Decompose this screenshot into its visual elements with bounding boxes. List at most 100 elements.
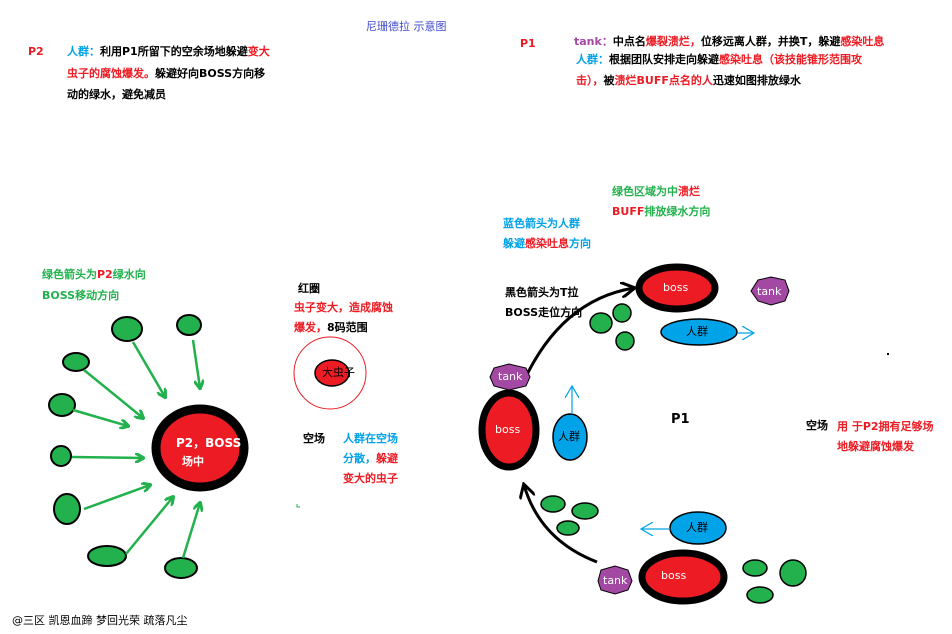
p1-green-legend-line2: BUFF排放绿水方向 <box>612 205 710 219</box>
legend-text: 绿水向 <box>112 268 146 281</box>
p1-crowd-line-1: 人群：根据团队安排走向躲避感染吐息（该技能锥形范围攻 <box>576 53 862 67</box>
author-credit: @三区 凯恩血蹄 梦回光荣 疏落凡尘 <box>12 614 188 627</box>
p1-black-legend-line1: 黑色箭头为T拉 <box>505 286 579 299</box>
p1-crowd-line-2: 击），被溃烂BUFF点名的人迅速如图排放绿水 <box>576 74 801 88</box>
tank-hexagon-top <box>750 276 790 306</box>
p1-text: 被 <box>603 74 615 87</box>
green-puddle <box>48 393 76 417</box>
p1-empty-desc-line1: 用 于P2拥有足够场 <box>837 420 934 433</box>
p2-line-3: 动的绿水，避免减员 <box>67 88 166 101</box>
green-puddle <box>615 331 635 351</box>
p1-green-puddles <box>540 303 807 604</box>
boss-bottom <box>638 549 728 605</box>
p2-line-1: 人群：利用P1所留下的空余场地躲避变大 <box>67 45 270 59</box>
p1-empty-desc-line2: 地躲避腐蚀爆发 <box>837 440 914 453</box>
green-puddle <box>53 493 81 525</box>
p1-crowd-role: 人群： <box>576 53 609 66</box>
p2-text-highlight: 变大 <box>247 45 270 58</box>
desc-text: 分散， <box>343 452 376 465</box>
desc-text: 8码范围 <box>327 321 368 334</box>
tank-left-label: tank <box>498 370 523 383</box>
legend-highlight: BUFF <box>612 205 645 218</box>
p1-text: 根据团队安排走向躲避 <box>609 53 719 66</box>
legend-highlight: 感染吐息 <box>525 237 569 250</box>
p2-line-2: 虫子的腐蚀爆发。躲避好向BOSS方向移 <box>67 67 265 81</box>
green-arrow <box>191 339 200 388</box>
p1-text-highlight: 击）， <box>576 74 604 87</box>
p1-text: 位移远离人群，并换T，躲避 <box>700 35 841 48</box>
p1-blue-legend-line2: 躲避感染吐息方向 <box>503 237 591 251</box>
desc-highlight: 躲避 <box>376 452 398 465</box>
boss-left-label: boss <box>495 423 521 436</box>
p2-text: 利用P1所留下的空余场地躲避 <box>100 45 248 58</box>
p2-green-legend-line2: BOSS移动方向 <box>42 289 120 302</box>
green-puddle <box>556 520 580 536</box>
green-arrow <box>83 369 143 418</box>
legend-text: 躲避 <box>503 237 525 250</box>
p1-text: 中点名 <box>612 35 646 48</box>
green-puddle <box>111 316 143 342</box>
stray-dot <box>887 353 889 355</box>
crowd-left-label: 人群 <box>558 430 580 443</box>
p2-crowd-desc-line3: 变大的虫子 <box>343 472 398 485</box>
red-circle-desc-line2: 爆发，8码范围 <box>294 321 368 335</box>
legend-text: 排放绿水方向 <box>644 205 711 218</box>
green-puddle <box>87 545 127 567</box>
tank-hexagon-bottom <box>597 565 633 595</box>
crowd-left <box>552 413 588 461</box>
green-puddle <box>164 557 198 579</box>
tank-bottom-label: tank <box>603 574 628 587</box>
green-puddle <box>746 586 774 604</box>
p1-tank-line: tank：中点名爆裂溃烂，位移远离人群，并换T，躲避感染吐息 <box>574 35 884 49</box>
diagram-title: 尼珊德拉 示意图 <box>366 20 447 33</box>
bug-explosion-range <box>293 336 367 410</box>
crowd-top-label: 人群 <box>686 325 708 338</box>
crowd-bottom-label: 人群 <box>686 521 708 534</box>
p2-green-legend-line1: 绿色箭头为P2绿水向 <box>42 268 146 282</box>
p1-phase-marker: P1 <box>671 412 690 427</box>
green-puddle <box>62 352 90 372</box>
red-circle-title: 红圈 <box>298 282 320 295</box>
green-puddle <box>742 559 768 577</box>
p1-tank-role: tank： <box>574 35 613 48</box>
p1-text-highlight: 感染吐息（该技能锥形范围攻 <box>719 53 862 66</box>
legend-text: 方向 <box>569 237 591 250</box>
green-arrow <box>71 457 143 458</box>
p2-boss-label-line1: P2，BOSS <box>176 436 242 450</box>
desc-highlight: 爆发， <box>294 321 327 334</box>
p1-text-highlight: 溃烂BUFF点名的人 <box>614 74 713 87</box>
p2-empty-area-label: 空场 <box>303 432 325 445</box>
p2-text: 躲避好向BOSS方向移 <box>155 67 266 80</box>
p2-crowd-desc-line2: 分散，躲避 <box>343 452 398 466</box>
legend-highlight: 溃烂 <box>678 185 700 198</box>
legend-text: 绿色箭头为 <box>42 268 97 281</box>
p1-black-legend-line2: BOSS走位方向 <box>505 306 583 319</box>
green-puddle <box>779 559 807 587</box>
big-bug-label: 大虫子 <box>322 366 355 379</box>
green-puddle <box>589 312 613 334</box>
green-arrow <box>181 503 200 559</box>
p1-text-highlight: 爆裂溃烂， <box>645 35 701 48</box>
boss-top-label: boss <box>663 281 689 294</box>
green-puddle <box>50 445 72 467</box>
legend-highlight: P2 <box>97 268 113 281</box>
p2-boss-circle <box>151 404 249 492</box>
boss-top <box>635 263 719 313</box>
red-circle-desc-line1: 虫子变大，造成腐蚀 <box>294 301 393 314</box>
green-arrow <box>125 497 173 555</box>
p1-empty-area-label: 空场 <box>806 419 828 432</box>
green-puddle <box>612 303 632 323</box>
p1-blue-legend-line1: 蓝色箭头为人群 <box>503 217 580 230</box>
green-arrow <box>131 341 165 397</box>
p2-phase-label: P2 <box>28 45 44 58</box>
green-arrow <box>72 408 128 426</box>
green-puddle <box>176 314 202 336</box>
green-puddle <box>540 495 566 513</box>
tank-hexagon-left <box>489 363 531 391</box>
black-arrow-tank-pull-bottom <box>524 485 598 564</box>
boss-left <box>478 389 540 471</box>
crowd-top <box>660 318 738 346</box>
green-arrow <box>83 485 150 511</box>
boss-bottom-label: boss <box>661 569 687 582</box>
